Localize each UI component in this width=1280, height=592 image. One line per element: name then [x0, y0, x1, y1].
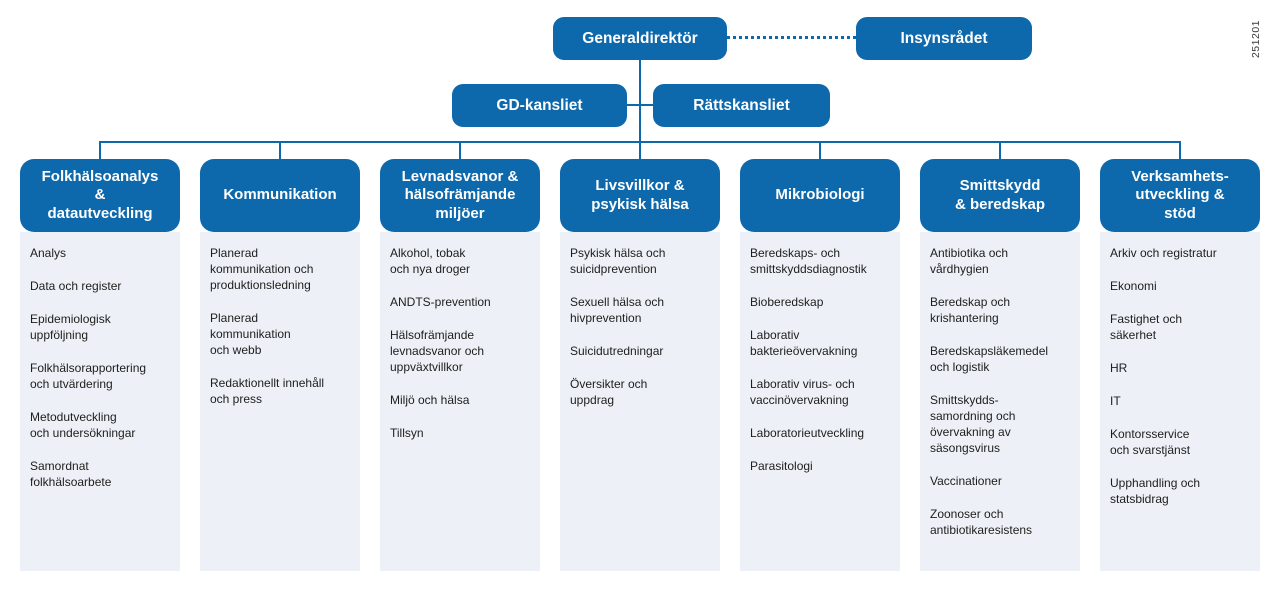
department-title: Mikrobiologi [740, 159, 900, 232]
connector-departments-horizontal [99, 141, 1181, 143]
unit-item: Vaccinationer [930, 474, 1002, 488]
connector-drop-7 [1179, 141, 1181, 161]
department-units-panel: Beredskaps- och smittskyddsdiagnostik Bi… [740, 232, 900, 571]
unit-item: Epidemiologisk uppföljning [30, 312, 111, 342]
gd-office-label: GD-kansliet [496, 96, 583, 114]
unit-item: IT [1110, 394, 1121, 408]
unit-item: Planerad kommunikation och produktionsle… [210, 246, 314, 292]
unit-item: Laboratorieutveckling [750, 426, 865, 440]
unit-item: Hälsofrämjande levnadsvanor och uppväxtv… [390, 328, 485, 374]
department-units-panel: Antibiotika och vårdhygien Beredskap och… [920, 232, 1080, 571]
connector-drop-3 [459, 141, 461, 161]
unit-item: Planerad kommunikation och webb [210, 311, 291, 357]
gd-office-box: GD-kansliet [452, 84, 627, 127]
unit-item: Upphandling och statsbidrag [1110, 476, 1201, 506]
director-box: Generaldirektör [553, 17, 727, 60]
unit-item: Antibiotika och vårdhygien [930, 246, 1009, 276]
unit-item: Beredskapsläkemedel och logistik [930, 344, 1049, 374]
unit-item: Kontorsservice och svarstjänst [1110, 427, 1191, 457]
unit-item: Laborativ bakterieövervakning [750, 328, 858, 358]
unit-item: Fastighet och säkerhet [1110, 312, 1183, 342]
legal-office-box: Rättskansliet [653, 84, 830, 127]
unit-item: Bioberedskap [750, 295, 824, 309]
unit-item: Ekonomi [1110, 279, 1157, 293]
department-units-panel: Psykisk hälsa och suicidprevention Sexue… [560, 232, 720, 571]
unit-item: Folkhälsorapportering och utvärdering [30, 361, 147, 391]
connector-director-vertical [639, 60, 641, 161]
council-label: Insynsrådet [900, 29, 988, 47]
department-title: Verksamhets- utveckling & stöd [1100, 159, 1260, 232]
department-units-panel: Arkiv och registratur Ekonomi Fastighet … [1100, 232, 1260, 571]
department-units-panel: Analys Data och register Epidemiologisk … [20, 232, 180, 571]
department-units-panel: Planerad kommunikation och produktionsle… [200, 232, 360, 571]
connector-drop-1 [99, 141, 101, 161]
connector-drop-2 [279, 141, 281, 161]
connector-director-council [727, 36, 856, 39]
department-livsvillkor: Livsvillkor & psykisk hälsa Psykisk häls… [560, 159, 720, 571]
unit-item: ANDTS-prevention [390, 295, 491, 309]
unit-item: HR [1110, 361, 1128, 375]
department-kommunikation: Kommunikation Planerad kommunikation och… [200, 159, 360, 571]
unit-item: Översikter och uppdrag [570, 377, 648, 407]
unit-item: Analys [30, 246, 67, 260]
unit-item: Psykisk hälsa och suicidprevention [570, 246, 666, 276]
unit-item: Beredskaps- och smittskyddsdiagnostik [750, 246, 867, 276]
department-title: Smittskydd & beredskap [920, 159, 1080, 232]
unit-item: Samordnat folkhälsoarbete [30, 459, 112, 489]
connector-drop-6 [999, 141, 1001, 161]
department-folkhalsoanalys: Folkhälsoanalys & datautveckling Analys … [20, 159, 180, 571]
unit-item: Redaktionellt innehåll och press [210, 376, 325, 406]
unit-item: Tillsyn [390, 426, 424, 440]
unit-item: Smittskydds- samordning och övervakning … [930, 393, 1016, 455]
legal-office-label: Rättskansliet [693, 96, 790, 114]
department-title: Levnadsvanor & hälsofrämjande miljöer [380, 159, 540, 232]
department-title: Kommunikation [200, 159, 360, 232]
unit-item: Metodutveckling och undersökningar [30, 410, 136, 440]
unit-item: Zoonoser och antibiotikaresistens [930, 507, 1033, 537]
department-mikrobiologi: Mikrobiologi Beredskaps- och smittskydds… [740, 159, 900, 571]
unit-item: Parasitologi [750, 459, 813, 473]
unit-item: Miljö och hälsa [390, 393, 470, 407]
unit-item: Alkohol, tobak och nya droger [390, 246, 471, 276]
connector-drop-5 [819, 141, 821, 161]
department-title: Livsvillkor & psykisk hälsa [560, 159, 720, 232]
connector-offices-stub [627, 104, 653, 106]
director-label: Generaldirektör [582, 29, 698, 47]
department-title: Folkhälsoanalys & datautveckling [20, 159, 180, 232]
department-levnadsvanor: Levnadsvanor & hälsofrämjande miljöer Al… [380, 159, 540, 571]
department-verksamhetsutveckling: Verksamhets- utveckling & stöd Arkiv och… [1100, 159, 1260, 571]
unit-item: Data och register [30, 279, 122, 293]
department-smittskydd: Smittskydd & beredskap Antibiotika och v… [920, 159, 1080, 571]
department-units-panel: Alkohol, tobak och nya droger ANDTS-prev… [380, 232, 540, 571]
unit-item: Suicidutredningar [570, 344, 664, 358]
council-box: Insynsrådet [856, 17, 1032, 60]
unit-item: Laborativ virus- och vaccinövervakning [750, 377, 855, 407]
unit-item: Beredskap och krishantering [930, 295, 1011, 325]
unit-item: Sexuell hälsa och hivprevention [570, 295, 665, 325]
document-number: 251201 [1250, 19, 1262, 59]
unit-item: Arkiv och registratur [1110, 246, 1217, 260]
